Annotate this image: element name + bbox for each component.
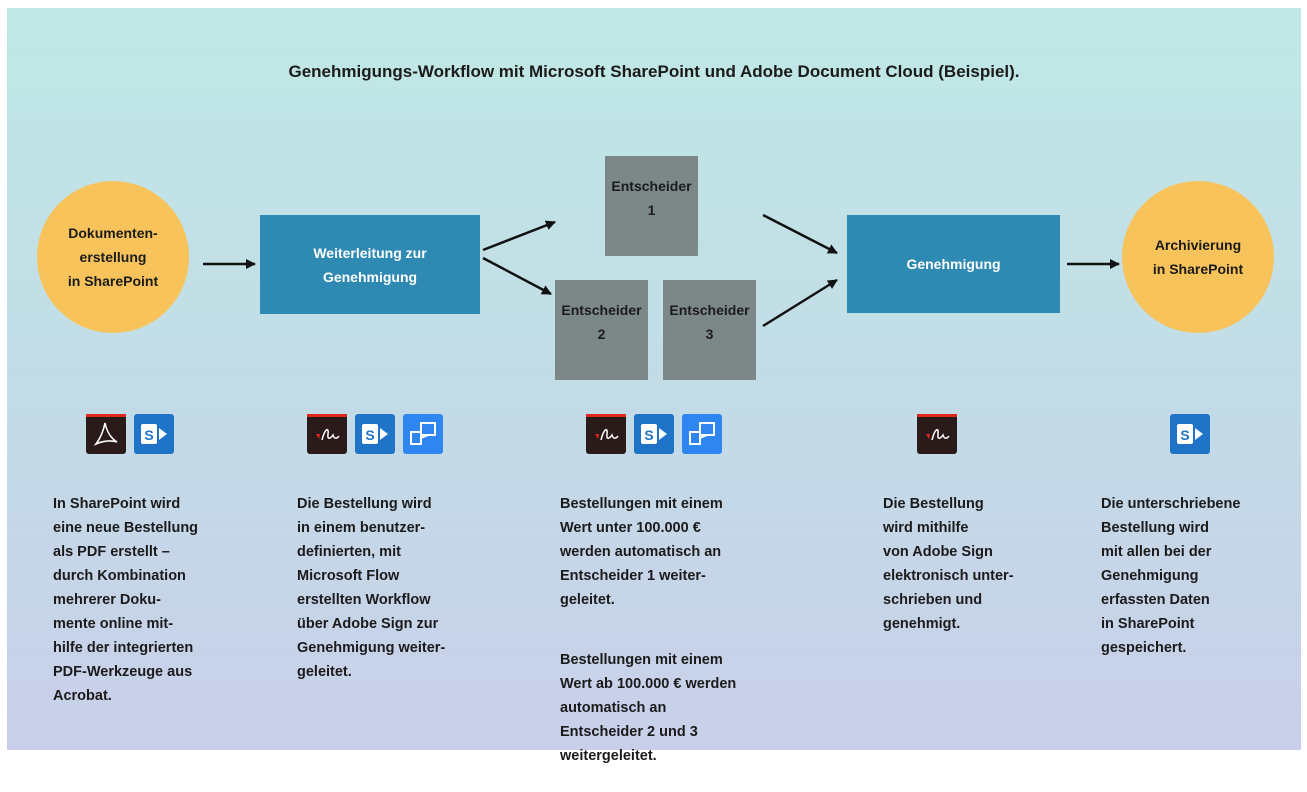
acrobat-icon <box>86 414 126 454</box>
svg-text:S: S <box>365 427 374 443</box>
svg-text:S: S <box>1180 427 1189 443</box>
arrow-decider3-to-approval <box>762 278 838 328</box>
node-approval: Genehmigung <box>847 215 1060 313</box>
node-archive-label: Archivierung in SharePoint <box>1152 237 1244 277</box>
description-column-5: Die unterschriebene Bestellung wird mit … <box>1101 468 1296 684</box>
description-column-2: Die Bestellung wird in einem benutzer- d… <box>297 468 497 708</box>
arrow-routing-to-decider1 <box>482 220 556 252</box>
arrow-routing-to-decider2 <box>482 256 552 296</box>
node-decider-2-label: Entscheider 2 <box>561 302 642 342</box>
node-archive: Archivierung in SharePoint <box>1122 181 1274 333</box>
description-text: In SharePoint wird eine neue Bestellung … <box>53 496 199 704</box>
adobe-sign-icon <box>307 414 347 454</box>
microsoft-flow-icon <box>403 414 443 454</box>
node-decider-1: Entscheider 1 <box>605 156 698 256</box>
node-approval-label: Genehmigung <box>906 256 1001 272</box>
node-decider-3-label: Entscheider 3 <box>669 302 750 342</box>
diagram-title: Genehmigungs-Workflow mit Microsoft Shar… <box>288 62 1020 81</box>
flow-arrows <box>203 213 1120 328</box>
svg-text:S: S <box>644 427 653 443</box>
node-document-creation: Dokumenten- erstellung in SharePoint <box>37 181 189 333</box>
icons-column-1: S <box>86 414 174 454</box>
description-column-3: Bestellungen mit einem Wert unter 100.00… <box>560 468 800 792</box>
adobe-sign-icon <box>586 414 626 454</box>
sharepoint-icon: S <box>1170 414 1210 454</box>
microsoft-flow-icon <box>682 414 722 454</box>
node-routing-label: Weiterleitung zur Genehmigung <box>313 244 427 285</box>
node-decider-2: Entscheider 2 <box>555 280 648 380</box>
sharepoint-icon: S <box>355 414 395 454</box>
description-text: Die unterschriebene Bestellung wird mit … <box>1101 496 1241 656</box>
icons-column-4 <box>917 414 957 454</box>
node-decider-1-label: Entscheider 1 <box>611 178 692 218</box>
description-text: Die Bestellung wird in einem benutzer- d… <box>297 496 446 680</box>
description-column-1: In SharePoint wird eine neue Bestellung … <box>53 468 253 732</box>
icons-column-5: S <box>1170 414 1210 454</box>
node-document-creation-label: Dokumenten- erstellung in SharePoint <box>67 225 159 289</box>
description-text: Bestellungen mit einem Wert ab 100.000 €… <box>560 652 737 764</box>
description-text: Die Bestellung wird mithilfe von Adobe S… <box>883 496 1014 632</box>
adobe-sign-icon <box>917 414 957 454</box>
sharepoint-icon: S <box>134 414 174 454</box>
arrow-decider1-to-approval <box>762 213 838 255</box>
description-text: Bestellungen mit einem Wert unter 100.00… <box>560 496 723 608</box>
icons-column-3: S <box>586 414 722 454</box>
node-routing: Weiterleitung zur Genehmigung <box>260 215 480 314</box>
node-decider-3: Entscheider 3 <box>663 280 756 380</box>
description-column-4: Die Bestellung wird mithilfe von Adobe S… <box>883 468 1063 660</box>
sharepoint-icon: S <box>634 414 674 454</box>
svg-text:S: S <box>144 427 153 443</box>
icons-column-2: S <box>307 414 443 454</box>
diagram-canvas: Genehmigungs-Workflow mit Microsoft Shar… <box>7 8 1301 764</box>
